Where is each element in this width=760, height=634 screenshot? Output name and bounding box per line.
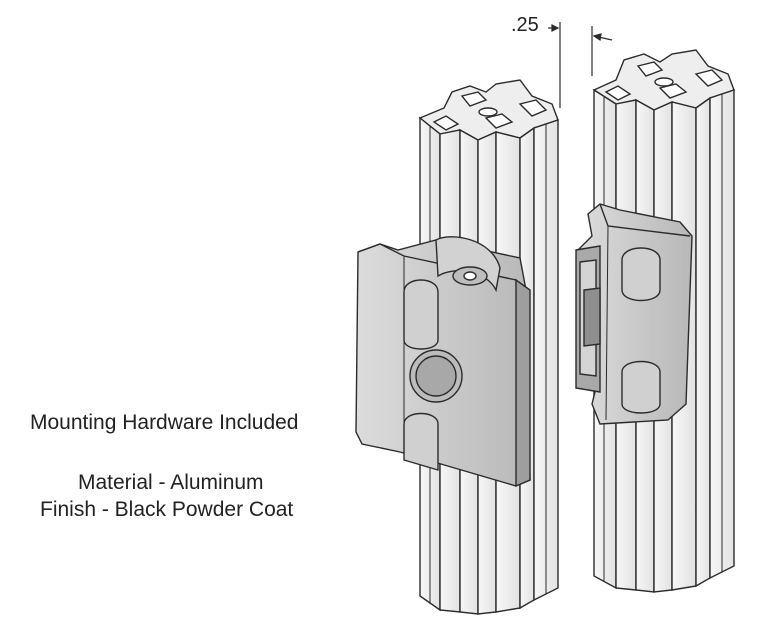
dimension-marker xyxy=(548,22,613,108)
dimension-label: .25 xyxy=(511,14,539,36)
hardware-note: Mounting Hardware Included xyxy=(30,411,299,434)
right-hinge-leaf xyxy=(575,203,693,425)
finish-note: Finish - Black Powder Coat xyxy=(40,498,294,521)
material-note: Material - Aluminum xyxy=(78,471,264,494)
left-hinge-leaf xyxy=(355,236,531,488)
